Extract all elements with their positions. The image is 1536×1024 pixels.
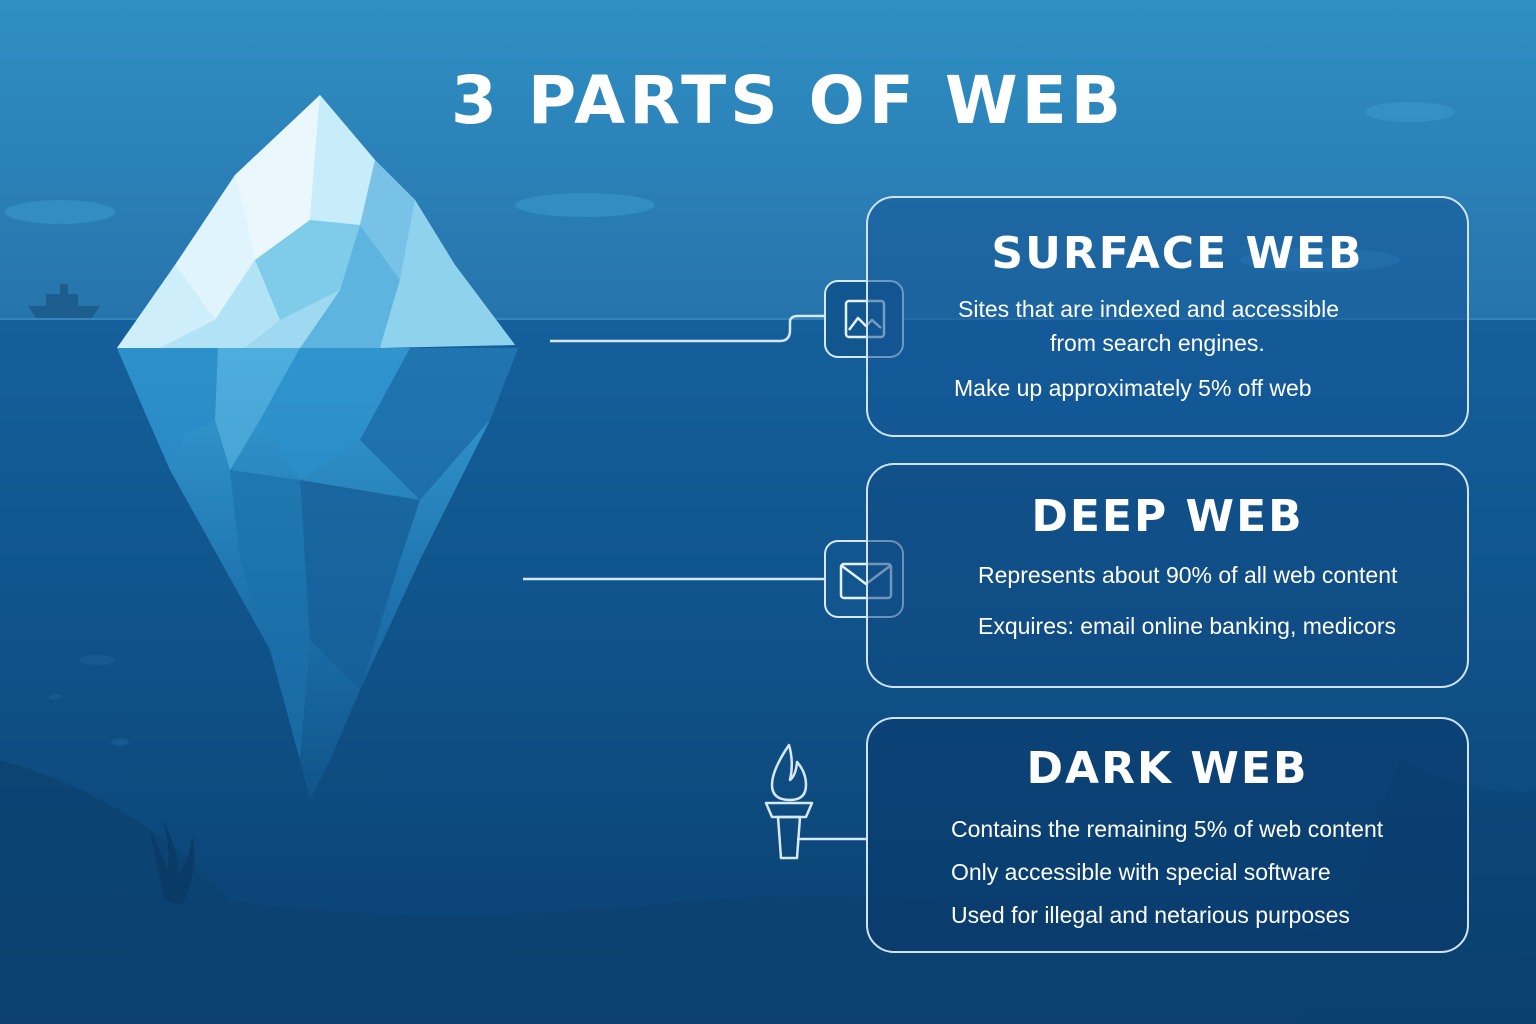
page-title: 3 PARTS OF WEB (450, 62, 1126, 139)
dark-web-line-1: Contains the remaining 5% of web content (951, 816, 1384, 842)
fish (49, 655, 129, 746)
surface-web-line-2: from search engines. (1050, 330, 1265, 356)
dark-web-title: DARK WEB (1026, 743, 1309, 794)
deep-web-line-1: Represents about 90% of all web content (978, 562, 1398, 588)
connector-surface (550, 314, 826, 343)
seaweed (150, 820, 195, 905)
surface-web-line-3: Make up approximately 5% off web (954, 375, 1312, 401)
deep-web-line-2: Exquires: email online banking, medicors (978, 613, 1397, 639)
deep-web-title: DEEP WEB (1031, 491, 1304, 542)
torch-icon (764, 743, 814, 860)
dark-web-line-2: Only accessible with special software (951, 859, 1331, 885)
seabed (0, 760, 1536, 1024)
deep-web-card: DEEP WEB Represents about 90% of all web… (866, 463, 1469, 688)
iceberg-tip (117, 95, 515, 348)
ship-icon (28, 284, 100, 318)
connector-lines (523, 314, 866, 841)
surface-web-title: SURFACE WEB (991, 228, 1364, 279)
surface-web-line-1: Sites that are indexed and accessible (958, 296, 1340, 322)
dark-web-line-3: Used for illegal and netarious purposes (951, 902, 1350, 928)
surface-web-card: SURFACE WEB Sites that are indexed and a… (866, 196, 1469, 437)
dark-web-card: DARK WEB Contains the remaining 5% of we… (866, 717, 1469, 953)
iceberg-underwater (117, 348, 518, 800)
